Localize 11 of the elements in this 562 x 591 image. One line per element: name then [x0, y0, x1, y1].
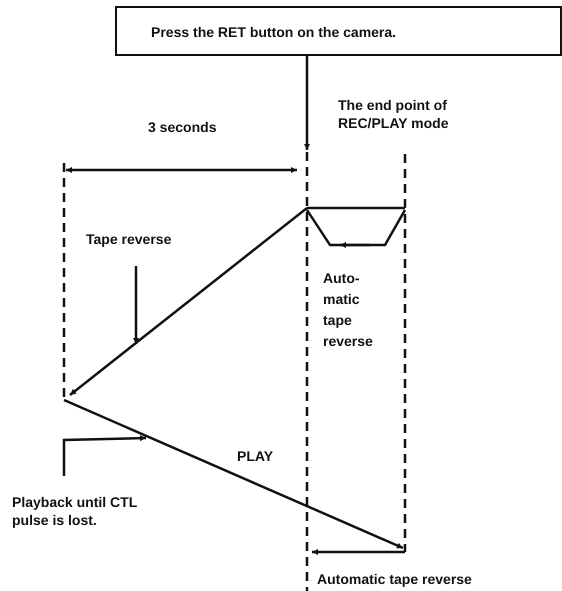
- leader-line: [62, 435, 146, 476]
- dimension-label: 3 seconds: [148, 118, 218, 136]
- arrow: [304, 56, 310, 150]
- annotation-text: PLAY: [237, 447, 274, 465]
- annotation-text: The end point of REC/PLAY mode: [338, 96, 450, 132]
- annotation-text: Tape reverse: [86, 230, 206, 250]
- annotation-text: Automatic tape reverse: [317, 570, 473, 588]
- leader-line: [133, 266, 139, 344]
- annotation-text: Auto- matic tape reverse: [323, 269, 374, 351]
- instruction-box: Press the RET button on the camera.: [115, 6, 562, 56]
- annotation-text: Playback until CTL pulse is lost.: [12, 493, 162, 533]
